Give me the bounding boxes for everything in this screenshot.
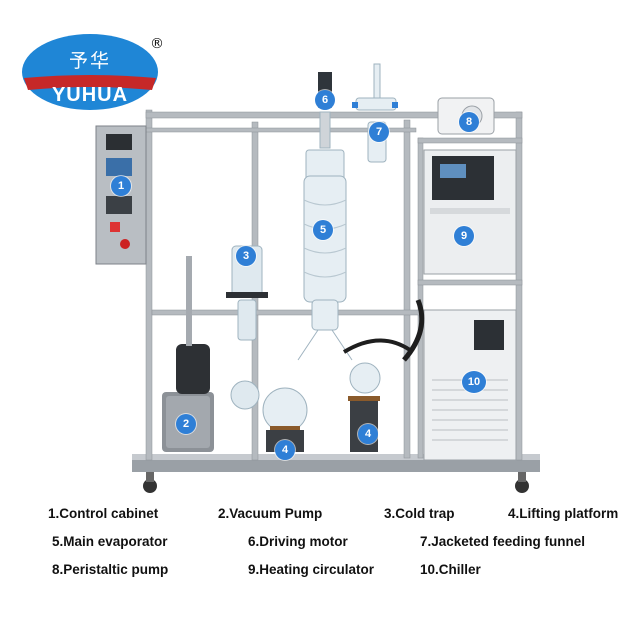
- callout-jacketed-feeding-funnel: 7: [369, 122, 389, 142]
- coolant-hose: [342, 338, 412, 354]
- distillation-system-drawing: [95, 63, 540, 493]
- caster-wheel: [143, 479, 157, 493]
- callout-chiller: 10: [462, 371, 486, 393]
- callout-vacuum-pump: 2: [176, 414, 196, 434]
- main-evaporator: [262, 72, 381, 433]
- callout-heating-circulator: 9: [454, 226, 474, 246]
- registered-mark: ®: [150, 36, 164, 52]
- legend-jacketed-feeding-funnel: 7.Jacketed feeding funnel: [420, 534, 586, 549]
- legend-driving-motor: 6.Driving motor: [248, 534, 348, 549]
- legend-vacuum-pump: 2.Vacuum Pump: [218, 506, 323, 521]
- heating-circulator: [423, 149, 517, 275]
- coolant-hose: [402, 299, 425, 362]
- base-platform: [132, 458, 540, 472]
- legend-heating-circulator: 9.Heating circulator: [248, 562, 375, 577]
- legend-peristaltic-pump: 8.Peristaltic pump: [52, 562, 169, 577]
- control-cabinet: [95, 125, 147, 265]
- legend-lifting-platform: 4.Lifting platform: [508, 506, 619, 521]
- legend-cold-trap: 3.Cold trap: [384, 506, 455, 521]
- callout-peristaltic-pump: 8: [459, 112, 479, 132]
- callout-main-evaporator: 5: [313, 220, 333, 240]
- cold-trap: [226, 245, 268, 410]
- legend-main-evaporator: 5.Main evaporator: [52, 534, 168, 549]
- brand-logo: 予华 YUHUA: [20, 32, 160, 118]
- callout-cold-trap: 3: [236, 246, 256, 266]
- callout-lifting-platform-right: 4: [358, 424, 378, 444]
- caster-wheel: [515, 479, 529, 493]
- brand-name-chinese: 予华: [68, 50, 111, 72]
- callout-lifting-platform-left: 4: [275, 440, 295, 460]
- callout-control-cabinet: 1: [111, 176, 131, 196]
- logo-ellipse-graphic: [22, 34, 158, 110]
- brand-name-english: YUHUA: [51, 84, 129, 106]
- legend-chiller: 10.Chiller: [420, 562, 481, 577]
- callout-driving-motor: 6: [315, 90, 335, 110]
- legend-control-cabinet: 1.Control cabinet: [48, 506, 159, 521]
- vacuum-pump: [162, 256, 214, 452]
